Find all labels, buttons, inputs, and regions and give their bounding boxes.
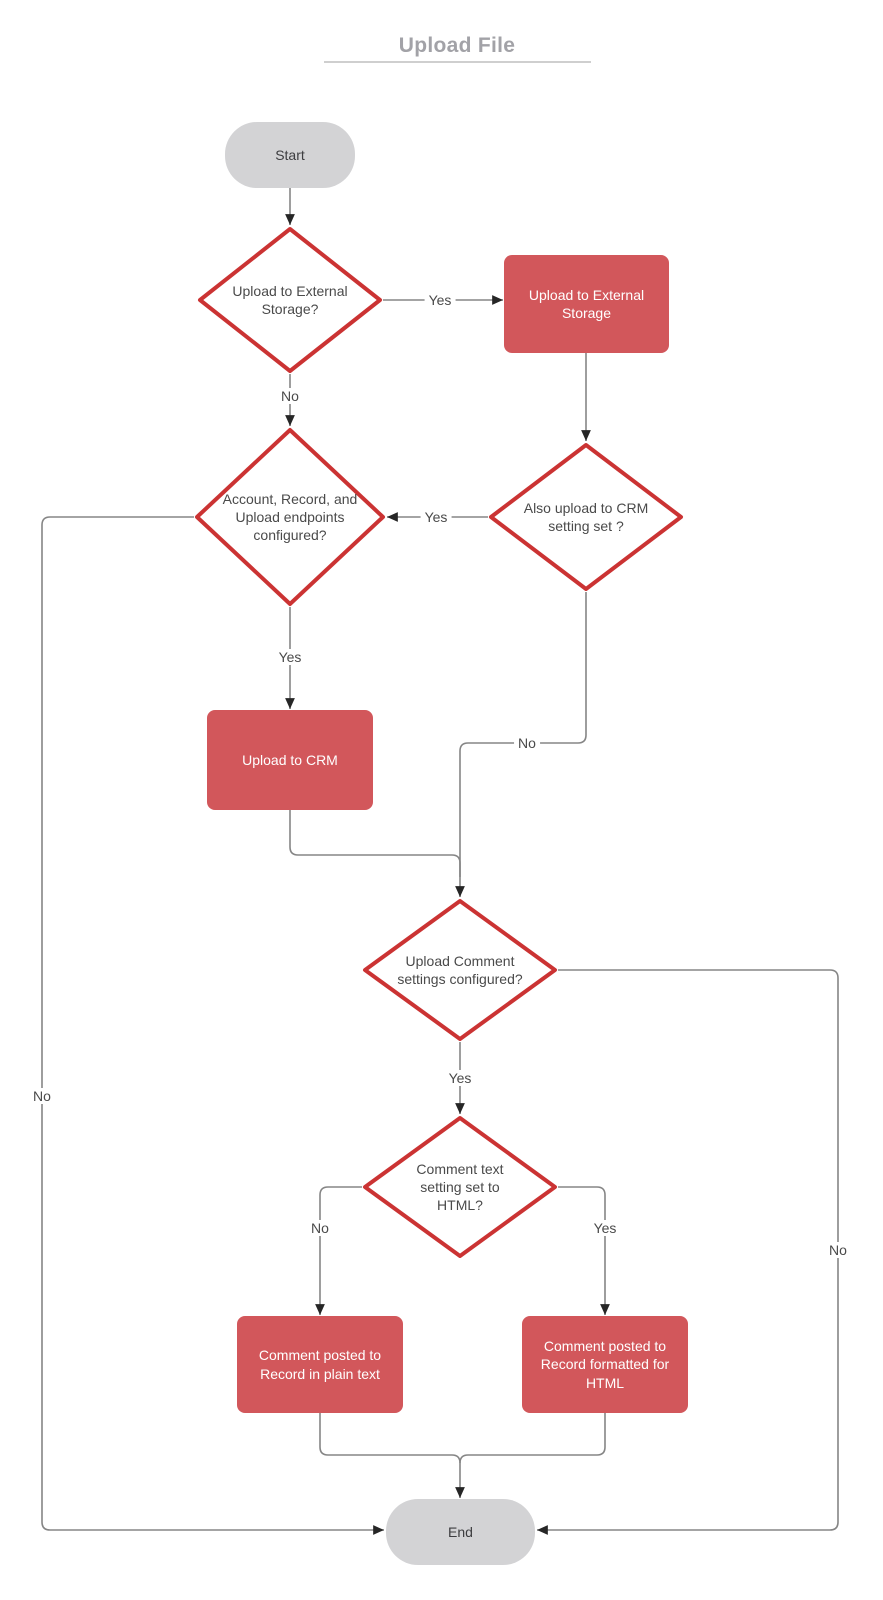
node-p_upload_external: Upload to External Storage <box>504 255 669 353</box>
node-p_plain: Comment posted to Record in plain text <box>237 1316 403 1413</box>
edge-label-html_no: No <box>307 1220 333 1236</box>
node-d_endpoints: Account, Record, and Upload endpoints co… <box>194 427 386 607</box>
edge-plain_to_end <box>319 1413 465 1498</box>
node-start: Start <box>225 122 355 188</box>
edge-label-endpoints_no: No <box>29 1088 55 1104</box>
node-label-p_html: Comment posted to Record formatted for H… <box>540 1338 670 1391</box>
decision-diamond-shape <box>363 899 557 1041</box>
edge-label-comment_settings_yes: Yes <box>444 1070 476 1086</box>
decision-diamond-shape <box>198 227 382 373</box>
node-end: End <box>386 1499 535 1565</box>
node-p_html: Comment posted to Record formatted for H… <box>522 1316 688 1413</box>
node-label-start: Start <box>275 146 305 163</box>
edge-endpoints_no <box>41 516 384 1535</box>
edge-html_no <box>315 1186 362 1315</box>
node-label-p_upload_crm: Upload to CRM <box>242 751 338 768</box>
edge-label-html_yes: Yes <box>589 1220 621 1236</box>
node-d_comment_settings: Upload Comment settings configured? <box>362 898 558 1042</box>
node-label-p_plain: Comment posted to Record in plain text <box>258 1347 382 1382</box>
edge-label-also_no: No <box>514 735 540 751</box>
decision-diamond-shape <box>195 428 385 606</box>
node-label-d_endpoints: Account, Record, and Upload endpoints co… <box>222 490 358 544</box>
node-label-d_comment_html: Comment text setting set to HTML? <box>416 1160 504 1214</box>
node-label-end: End <box>448 1523 473 1540</box>
decision-diamond-shape <box>363 1116 557 1258</box>
node-label-p_upload_external: Upload to External Storage <box>528 286 645 321</box>
edge-comment_settings_no <box>537 969 839 1535</box>
node-label-d_external: Upload to External Storage? <box>232 282 348 317</box>
node-d_comment_html: Comment text setting set to HTML? <box>362 1115 558 1259</box>
edge-label-comment_settings_no: No <box>825 1242 851 1258</box>
node-label-d_also_crm: Also upload to CRM setting set ? <box>523 499 649 534</box>
edge-label-external_yes: Yes <box>424 292 456 308</box>
edge-html_to_end <box>459 1413 606 1464</box>
edge-html_yes <box>558 1186 610 1315</box>
edge-label-endpoints_yes: Yes <box>274 649 306 665</box>
edge-label-external_no: No <box>277 388 303 404</box>
node-label-d_comment_settings: Upload Comment settings configured? <box>397 952 523 987</box>
title-underline <box>324 61 591 63</box>
diagram-title: Upload File <box>398 34 516 57</box>
node-d_external: Upload to External Storage? <box>197 226 383 374</box>
node-d_also_crm: Also upload to CRM setting set ? <box>488 442 684 592</box>
decision-diamond-shape <box>489 443 683 591</box>
edge-label-also_yes: Yes <box>420 509 452 525</box>
edge-upload_crm_to_comment <box>289 810 461 877</box>
node-p_upload_crm: Upload to CRM <box>207 710 373 810</box>
